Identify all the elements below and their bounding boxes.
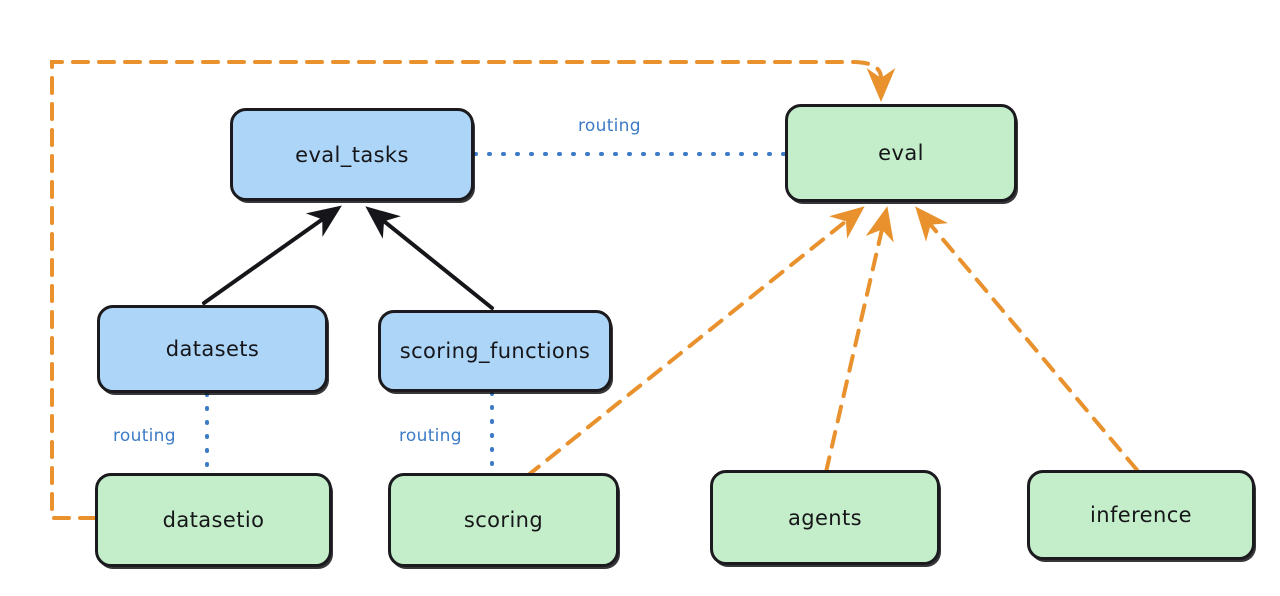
edge-label-routing-eval: routing (578, 116, 641, 136)
node-label: scoring_functions (399, 339, 591, 363)
node-label: agents (787, 505, 862, 530)
node-scoring-functions[interactable]: scoring_functions (378, 310, 612, 392)
node-label: datasets (165, 337, 260, 361)
node-inference[interactable]: inference (1027, 470, 1255, 560)
edge-agents-to-eval (824, 206, 894, 474)
node-eval-tasks[interactable]: eval_tasks (230, 108, 474, 201)
node-datasets[interactable]: datasets (97, 305, 328, 393)
node-label: eval_tasks (295, 142, 409, 167)
node-agents[interactable]: agents (710, 470, 940, 565)
edge-scoring-functions-to-eval-tasks (365, 206, 494, 310)
edge-datasets-to-eval-tasks (202, 205, 342, 305)
node-datasetio[interactable]: datasetio (95, 473, 332, 567)
edge-inference-to-eval (915, 206, 1139, 472)
node-label: inference (1090, 503, 1192, 527)
node-label: scoring (463, 508, 544, 532)
edge-scoring-to-eval (525, 206, 865, 478)
node-eval[interactable]: eval (785, 104, 1017, 202)
edge-datasetio-to-eval (50, 60, 896, 520)
edge-label-routing-scoring: routing (399, 426, 462, 446)
edge-label-routing-datasets: routing (113, 426, 176, 446)
node-label: eval (878, 141, 924, 165)
node-label: datasetio (162, 508, 265, 532)
node-scoring[interactable]: scoring (388, 473, 619, 567)
